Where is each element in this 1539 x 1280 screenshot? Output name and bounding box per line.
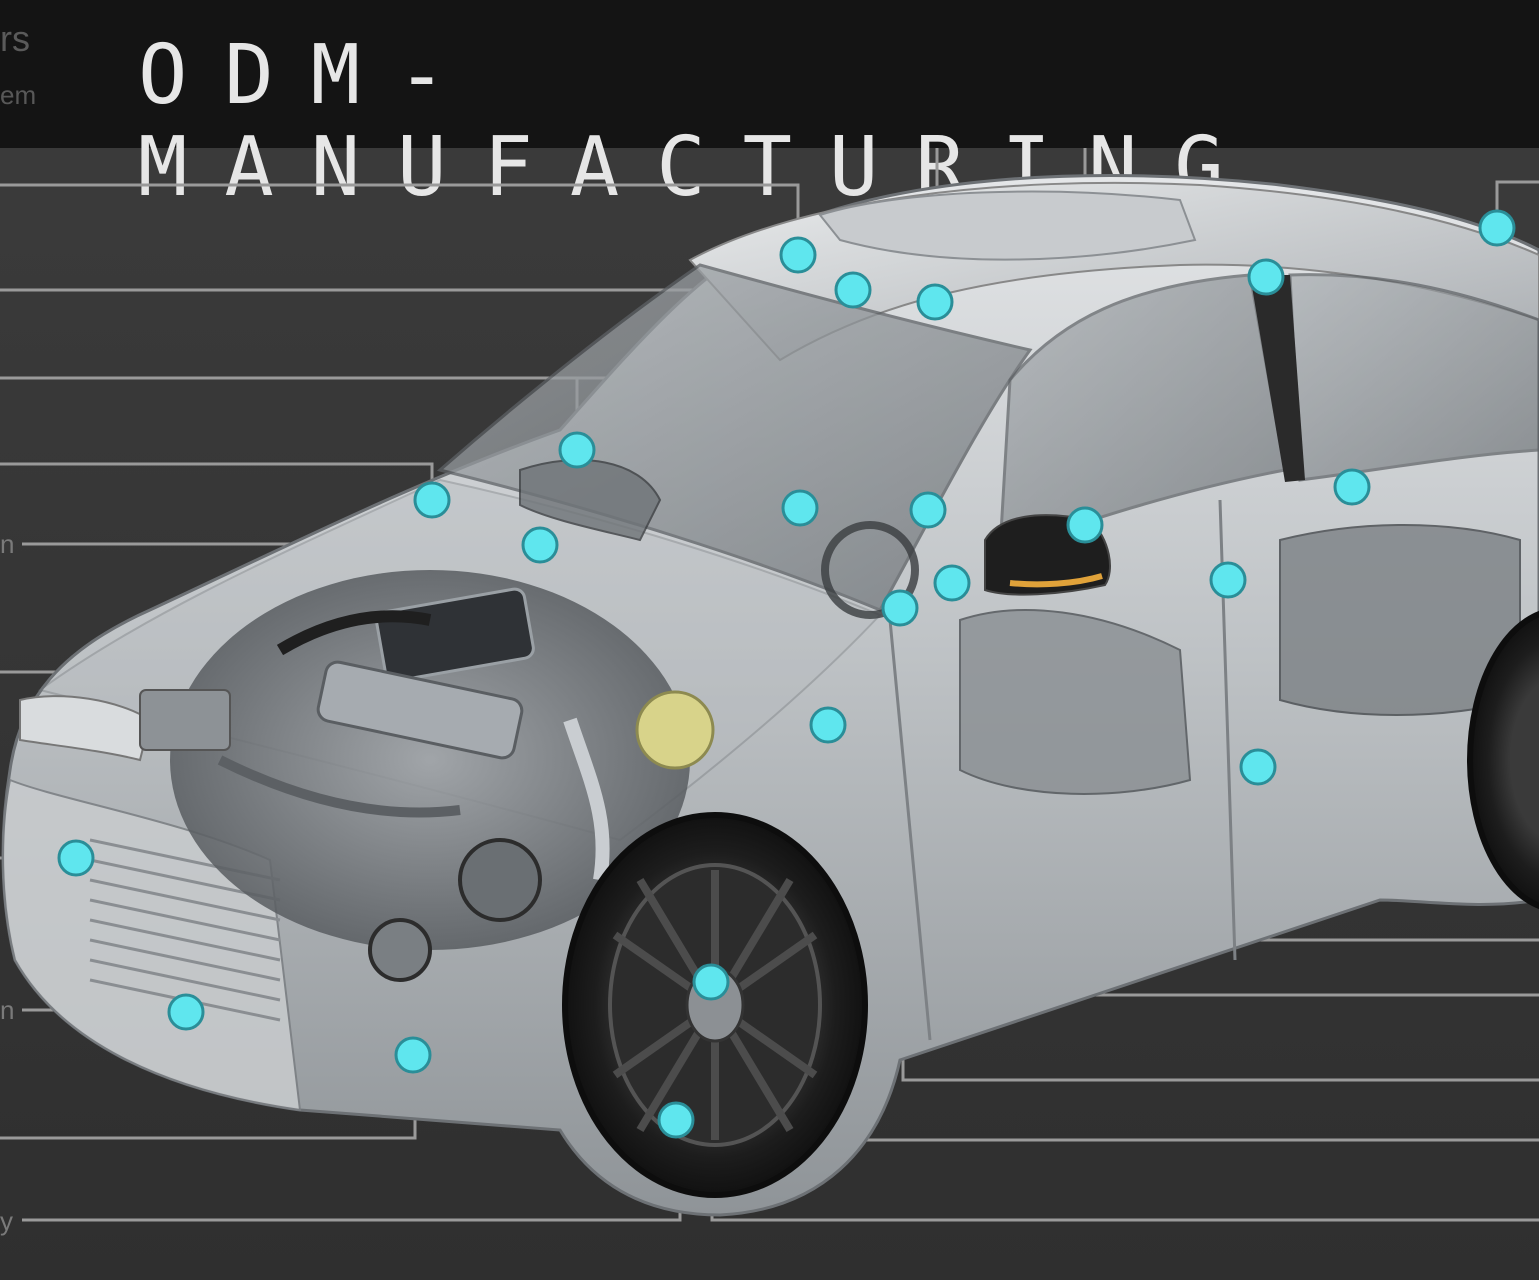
callout-marker[interactable] (394, 1036, 432, 1074)
callout-marker[interactable] (521, 526, 559, 564)
callout-marker[interactable] (779, 236, 817, 274)
callout-marker[interactable] (909, 491, 947, 529)
callout-marker[interactable] (167, 993, 205, 1031)
edge-label: n (0, 529, 15, 559)
rear-wheel (1467, 610, 1539, 910)
callout-marker[interactable] (1066, 506, 1104, 544)
callout-marker[interactable] (1247, 258, 1285, 296)
callout-marker[interactable] (1209, 561, 1247, 599)
engine-bay (139, 570, 715, 982)
b-pillar (1250, 275, 1305, 482)
edge-label: rs (0, 18, 30, 59)
headlight (19, 695, 152, 762)
callout-marker[interactable] (781, 489, 819, 527)
edge-label: em (0, 80, 37, 110)
callout-marker[interactable] (933, 564, 971, 602)
front-wheel (562, 812, 868, 1198)
edge-label: n (0, 995, 15, 1025)
callout-marker[interactable] (1333, 468, 1371, 506)
callout-marker[interactable] (57, 839, 95, 877)
callout-marker[interactable] (809, 706, 847, 744)
callout-marker[interactable] (881, 589, 919, 627)
mirror-turn-signal (1009, 573, 1103, 588)
callout-marker[interactable] (413, 481, 451, 519)
leader-line (0, 183, 800, 255)
callout-marker[interactable] (916, 283, 954, 321)
callout-markers (57, 209, 1516, 1139)
sunroof (818, 190, 1197, 261)
leader-line (0, 462, 434, 500)
callout-marker[interactable] (558, 431, 596, 469)
edge-label: y (0, 1206, 13, 1236)
side-window-rear (1288, 273, 1539, 482)
callout-marker[interactable] (834, 271, 872, 309)
interior (519, 459, 1521, 795)
callout-marker[interactable] (657, 1101, 695, 1139)
callout-marker[interactable] (1478, 209, 1516, 247)
callout-marker[interactable] (1239, 748, 1277, 786)
callout-marker[interactable] (692, 963, 730, 1001)
title-bar: ODM-MANUFACTURING (0, 0, 1539, 214)
